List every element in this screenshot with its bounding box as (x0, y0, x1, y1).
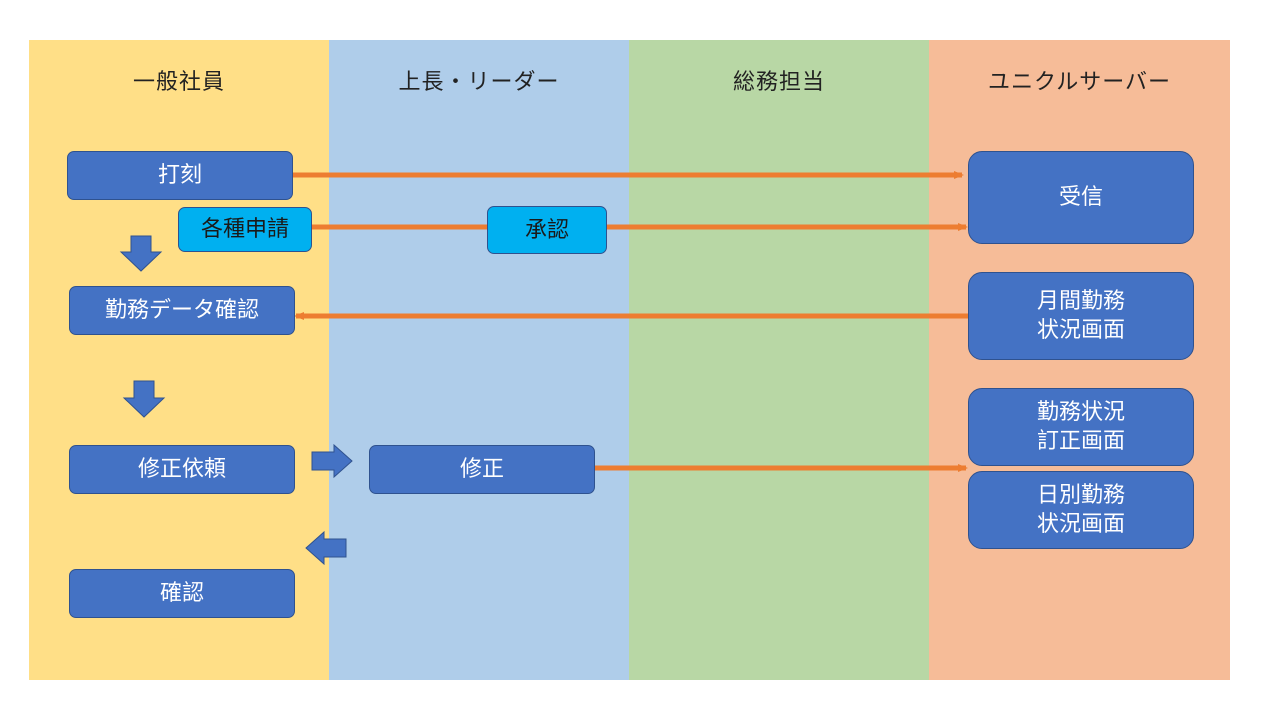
box-hibetsu-label: 日別勤務 状況画面 (1036, 483, 1125, 537)
box-getsukan-label: 月間勤務 状況画面 (1036, 289, 1125, 343)
box-kakushu-shinsei: 各種申請 (178, 207, 312, 252)
box-kinmu-jokyo-teisei: 勤務状況 訂正画面 (968, 388, 1194, 466)
box-hibetsu-kinmu-jokyo: 日別勤務 状況画面 (968, 471, 1194, 549)
box-kakunin: 確認 (69, 569, 295, 618)
box-jushin: 受信 (968, 151, 1194, 244)
box-shounin-label: 承認 (524, 217, 569, 243)
lane-unicle-server (929, 40, 1230, 680)
lane-title-general-employee: 一般社員 (132, 70, 225, 95)
box-getsukan-kinmu-jokyo: 月間勤務 状況画面 (968, 272, 1194, 360)
lane-title-unicle-server: ユニクルサーバー (987, 70, 1172, 95)
box-shusei-label: 修正 (459, 457, 504, 482)
box-shusei: 修正 (369, 445, 595, 494)
box-shusei-irai-label: 修正依頼 (137, 457, 226, 482)
box-shusei-irai: 修正依頼 (69, 445, 295, 494)
box-shounin: 承認 (487, 206, 607, 254)
lane-title-manager-leader: 上長・リーダー (398, 70, 560, 95)
box-kinmu-data-kakunin-label: 勤務データ確認 (104, 298, 259, 323)
box-kakushu-shinsei-label: 各種申請 (200, 217, 289, 242)
box-teisei-label: 勤務状況 訂正画面 (1036, 400, 1125, 454)
lane-manager-leader (329, 40, 629, 680)
lane-general-affairs (629, 40, 929, 680)
box-kinmu-data-kakunin: 勤務データ確認 (69, 286, 295, 335)
box-dakoku-label: 打刻 (157, 163, 202, 188)
box-kakunin-label: 確認 (159, 581, 204, 606)
box-dakoku: 打刻 (67, 151, 293, 200)
box-jushin-label: 受信 (1058, 185, 1103, 210)
lane-title-general-affairs: 総務担当 (732, 70, 825, 95)
